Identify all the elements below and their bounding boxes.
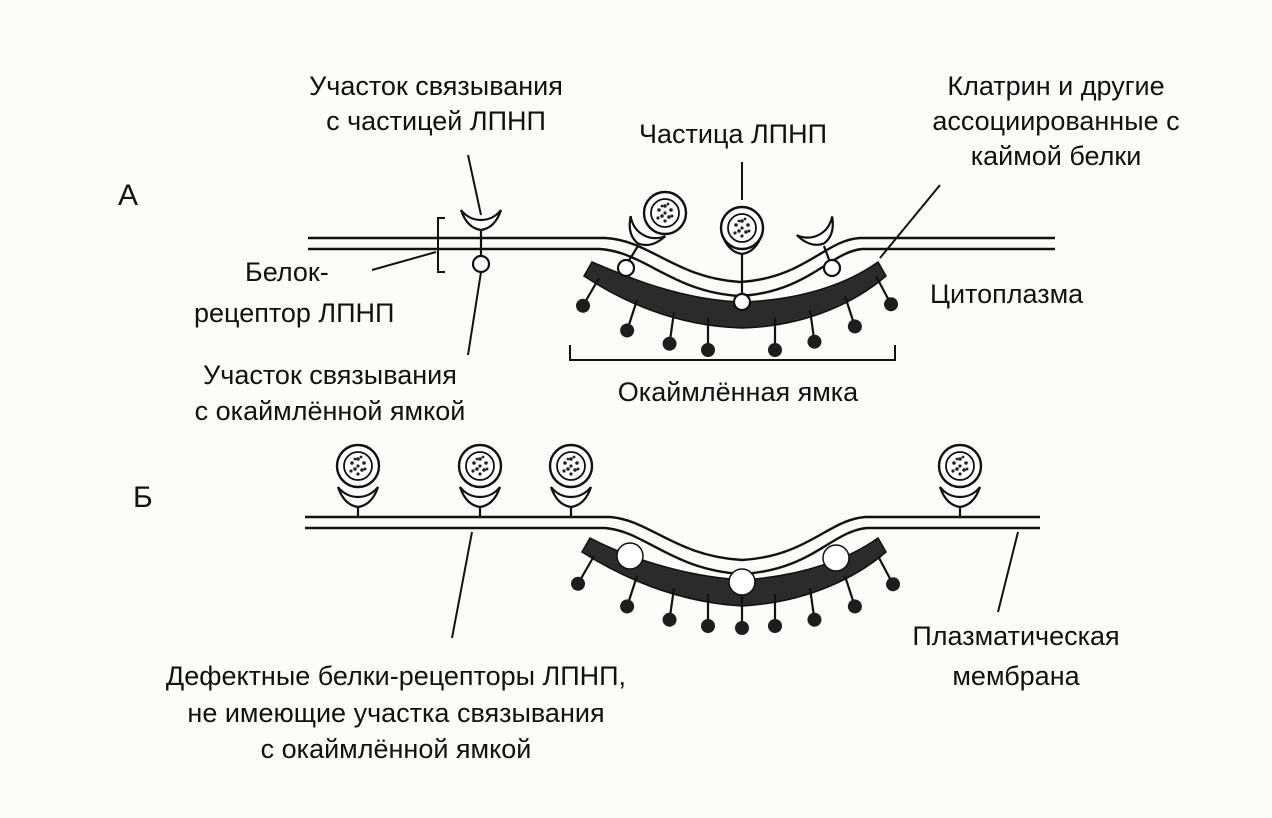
label-clathrin: Клатрин и другие ассоциированные с каймо… xyxy=(932,71,1179,171)
svg-text:с окаймлённой ямкой: с окаймлённой ямкой xyxy=(195,396,466,426)
leader-defective xyxy=(451,531,473,639)
svg-text:Белок-: Белок- xyxy=(245,257,329,287)
clathrin-coat-b xyxy=(580,536,887,607)
ldl-receptor-bound-1 xyxy=(616,190,688,278)
label-binding-pit: Участок связывания с окаймлённой ямкой xyxy=(195,360,466,426)
svg-text:каймой белки: каймой белки xyxy=(971,141,1142,171)
label-plasma-membrane: Плазматическая мембрана xyxy=(912,621,1119,691)
ldl-receptor-free xyxy=(459,208,503,274)
label-ldl-particle: Частица ЛПНП xyxy=(639,119,827,149)
panel-b-marker: Б xyxy=(133,481,153,514)
defective-receptor-3 xyxy=(548,443,594,517)
defective-receptor-4 xyxy=(937,443,983,517)
leader-receptor xyxy=(371,251,437,271)
label-defective-receptors: Дефектные белки-рецепторы ЛПНП, не имеющ… xyxy=(166,661,626,764)
receptor-bracket xyxy=(437,217,445,273)
svg-text:с частицей ЛПНП: с частицей ЛПНП xyxy=(326,106,546,136)
svg-text:Участок связывания: Участок связывания xyxy=(203,360,457,390)
panel-a-marker: А xyxy=(118,179,138,212)
defective-receptor-2 xyxy=(457,443,503,517)
membrane-b xyxy=(305,515,1040,576)
svg-text:рецептор ЛПНП: рецептор ЛПНП xyxy=(194,298,394,328)
ldl-receptor-bound-2 xyxy=(719,205,765,312)
label-receptor: Белок- рецептор ЛПНП xyxy=(194,257,394,328)
leader-clathrin xyxy=(879,184,941,259)
svg-text:Клатрин и другие: Клатрин и другие xyxy=(947,71,1164,101)
svg-text:Плазматическая: Плазматическая xyxy=(912,621,1119,651)
label-cytoplasm: Цитоплазма xyxy=(930,279,1084,309)
leader-binding-pit xyxy=(467,271,482,356)
svg-text:Дефектные белки-рецепторы ЛПНП: Дефектные белки-рецепторы ЛПНП, xyxy=(166,661,626,691)
leader-membrane xyxy=(997,531,1019,613)
svg-text:мембрана: мембрана xyxy=(952,661,1080,691)
svg-text:с окаймлённой ямкой: с окаймлённой ямкой xyxy=(261,734,532,764)
leader-binding-ldl xyxy=(467,154,482,216)
svg-text:ассоциированные с: ассоциированные с xyxy=(932,106,1179,136)
coated-pit-bracket xyxy=(569,345,896,361)
svg-text:Участок связывания: Участок связывания xyxy=(309,71,563,101)
svg-text:не имеющие участка связывания: не имеющие участка связывания xyxy=(187,698,604,728)
label-coated-pit: Окаймлённая ямка xyxy=(618,377,859,407)
ldl-receptor-empty xyxy=(795,215,843,278)
label-binding-ldl: Участок связывания с частицей ЛПНП xyxy=(309,71,563,136)
defective-receptor-1 xyxy=(335,443,381,517)
